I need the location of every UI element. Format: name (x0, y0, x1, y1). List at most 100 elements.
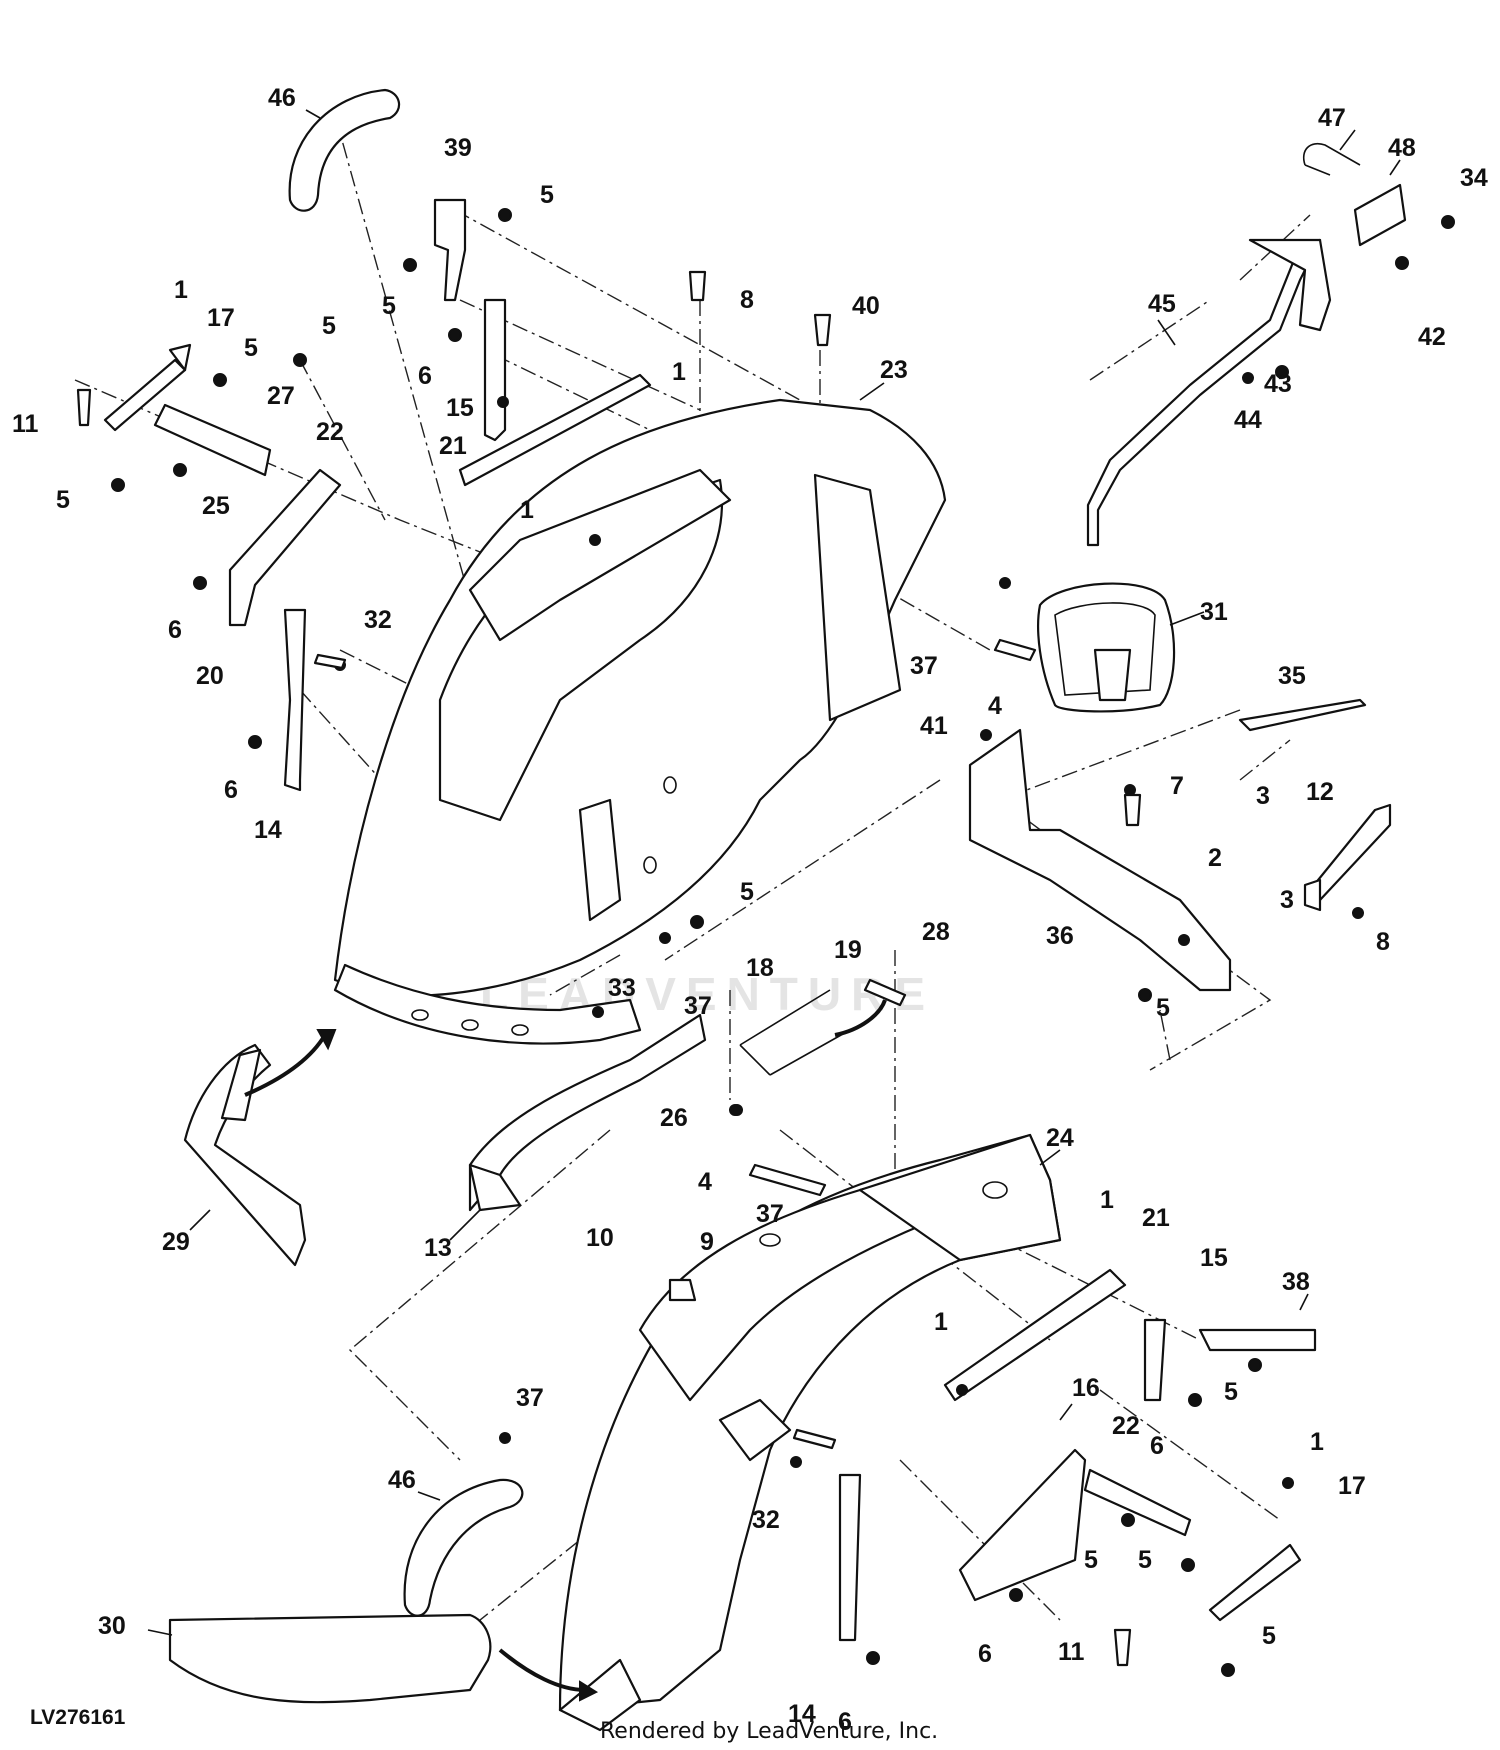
bracket-14-lower (838, 1473, 862, 1642)
callout-20: 20 (196, 662, 224, 690)
callout-36: 36 (1046, 922, 1074, 950)
bracket-38 (1198, 1328, 1317, 1352)
callout-labels: 46 39 5 47 48 34 1 17 5 5 5 8 40 45 42 6… (12, 84, 1488, 1736)
callout-6: 6 (418, 362, 432, 390)
callout-1: 1 (1310, 1428, 1324, 1456)
callout-17: 17 (207, 304, 235, 332)
bracket-35 (1238, 698, 1367, 732)
callout-1: 1 (934, 1308, 948, 1336)
callout-5: 5 (56, 486, 70, 514)
callout-5: 5 (244, 334, 258, 362)
callout-37: 37 (910, 652, 938, 680)
callout-32: 32 (364, 606, 392, 634)
callout-22: 22 (1112, 1412, 1140, 1440)
callout-42: 42 (1418, 323, 1446, 351)
callout-5: 5 (1262, 1622, 1276, 1650)
callout-19: 19 (834, 936, 862, 964)
callout-33: 33 (608, 974, 636, 1002)
callout-16: 16 (1072, 1374, 1100, 1402)
callout-1: 1 (174, 276, 188, 304)
credit-text: Rendered by LeadVenture, Inc. (600, 1719, 938, 1744)
callout-34: 34 (1460, 164, 1488, 192)
trim-13 (468, 1013, 707, 1212)
callout-1: 1 (672, 358, 686, 386)
callout-40: 40 (852, 292, 880, 320)
callout-32: 32 (752, 1506, 780, 1534)
bracket-20 (228, 468, 342, 627)
bracket-47-48 (1303, 143, 1407, 247)
callout-45: 45 (1148, 290, 1176, 318)
callout-37: 37 (756, 1200, 784, 1228)
callout-31: 31 (1200, 598, 1228, 626)
label-ticks (147, 109, 1401, 1636)
callout-5: 5 (1224, 1378, 1238, 1406)
callout-14: 14 (788, 1700, 816, 1728)
handle-upper (288, 88, 401, 212)
callout-47: 47 (1318, 104, 1346, 132)
callout-25: 25 (202, 492, 230, 520)
callout-48: 48 (1388, 134, 1416, 162)
callout-3: 3 (1256, 782, 1270, 810)
upper-fender (333, 398, 947, 1045)
trim-30 (168, 1613, 492, 1704)
callout-5: 5 (540, 181, 554, 209)
bracket-17-upper (103, 343, 192, 432)
bracket-12 (1303, 803, 1392, 912)
callout-39: 39 (444, 134, 472, 162)
callout-46: 46 (268, 84, 296, 112)
figure-id: LV276161 (30, 1706, 126, 1729)
callout-8: 8 (1376, 928, 1390, 956)
callout-1: 1 (520, 496, 534, 524)
callout-6: 6 (168, 616, 182, 644)
callout-6: 6 (224, 776, 238, 804)
callout-1: 1 (1100, 1186, 1114, 1214)
callout-18: 18 (746, 954, 774, 982)
callout-6: 6 (978, 1640, 992, 1668)
bracket-18 (739, 989, 851, 1076)
callout-4: 4 (988, 692, 1002, 720)
callout-15: 15 (1200, 1244, 1228, 1272)
callout-2: 2 (1208, 844, 1222, 872)
callout-11: 11 (12, 410, 39, 438)
bracket-15-upper (483, 298, 507, 442)
callout-5: 5 (322, 312, 336, 340)
callout-5: 5 (1084, 1546, 1098, 1574)
callout-22: 22 (316, 418, 344, 446)
callout-41: 41 (920, 712, 948, 740)
bracket-21-upper (458, 373, 652, 487)
callout-27: 27 (267, 382, 295, 410)
bracket-16 (958, 1448, 1087, 1602)
callout-4: 4 (698, 1168, 712, 1196)
callout-15: 15 (446, 394, 474, 422)
bracket-36 (968, 728, 1232, 992)
callout-37: 37 (684, 992, 712, 1020)
callout-35: 35 (1278, 662, 1306, 690)
fasteners (76, 208, 1455, 1677)
callout-21: 21 (1142, 1204, 1170, 1232)
lower-fender (558, 1133, 1062, 1732)
callout-38: 38 (1282, 1268, 1310, 1296)
callout-13: 13 (424, 1234, 452, 1262)
mirror-assembly (1037, 238, 1332, 713)
callout-28: 28 (922, 918, 950, 946)
callout-8: 8 (740, 286, 754, 314)
bracket-21-lower (943, 1268, 1127, 1402)
assembly-arrows (244, 999, 887, 1702)
bracket-22-upper (153, 403, 272, 477)
callout-30: 30 (98, 1612, 126, 1640)
callout-6: 6 (1150, 1432, 1164, 1460)
callout-5: 5 (382, 292, 396, 320)
callout-7: 7 (1170, 772, 1184, 800)
bracket-19 (863, 978, 907, 1007)
bracket-14-upper (283, 608, 307, 792)
callout-17: 17 (1338, 1472, 1366, 1500)
callout-43: 43 (1264, 370, 1292, 398)
bracket-17-lower (1208, 1543, 1302, 1622)
callout-37: 37 (516, 1384, 544, 1412)
callout-14: 14 (254, 816, 282, 844)
callout-10: 10 (586, 1224, 614, 1252)
callout-29: 29 (162, 1228, 190, 1256)
bracket-9 (668, 1278, 697, 1302)
callout-24: 24 (1046, 1124, 1074, 1152)
